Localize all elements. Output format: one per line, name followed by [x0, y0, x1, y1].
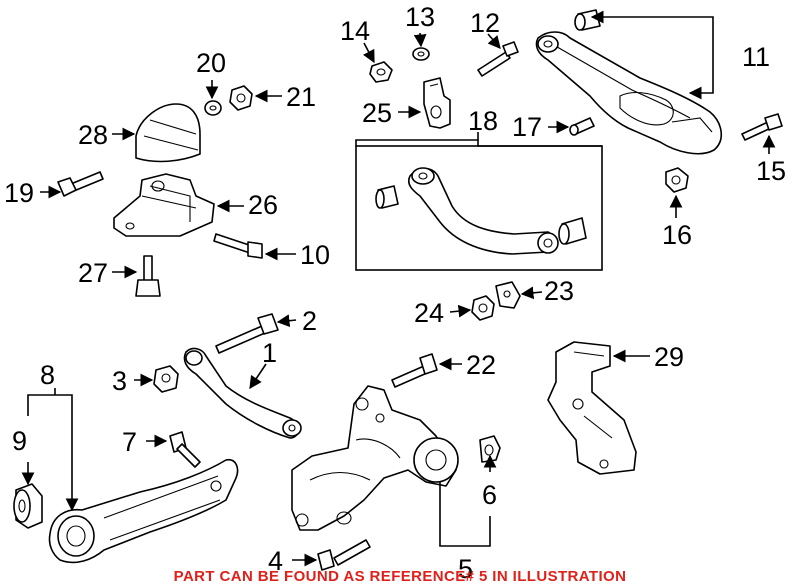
bolt-17	[569, 117, 595, 136]
washer-13-hole	[417, 51, 425, 57]
washer-20-hole	[209, 105, 217, 111]
part-18-box	[355, 145, 603, 271]
callout-2: 2	[302, 306, 317, 336]
nut-14	[369, 61, 393, 83]
callout-10: 10	[300, 240, 330, 270]
callout-7: 7	[122, 427, 137, 457]
callout-28: 28	[78, 120, 108, 150]
mount-26	[113, 173, 215, 237]
callout-25: 25	[362, 98, 392, 128]
callout-16: 16	[662, 220, 692, 250]
callout-8: 8	[40, 360, 55, 390]
washer-13	[412, 47, 430, 61]
nut-21	[229, 85, 253, 111]
callout-29: 29	[654, 342, 684, 372]
callout-3: 3	[112, 366, 127, 396]
callout-22: 22	[466, 350, 496, 380]
lateral-link-18	[407, 167, 559, 255]
nut-24	[471, 295, 495, 321]
bolt-2	[215, 313, 279, 354]
callout-9: 9	[12, 426, 27, 456]
link-1	[183, 347, 302, 439]
callout-19: 19	[4, 178, 34, 208]
bolt-4	[317, 539, 371, 571]
bolt-10	[213, 233, 263, 259]
bracket-29	[547, 341, 637, 475]
callout-11: 11	[742, 42, 770, 72]
callout-13: 13	[405, 2, 435, 32]
callout-14: 14	[340, 16, 370, 46]
bolt-15	[741, 113, 783, 141]
bushing-18-left	[375, 185, 399, 209]
bushing-11	[574, 9, 601, 31]
bracket-25	[423, 77, 451, 129]
callout-20: 20	[196, 48, 226, 78]
callout-15: 15	[756, 156, 786, 186]
callout-23: 23	[544, 276, 574, 306]
bushing-9	[13, 483, 43, 529]
nut-3	[153, 365, 179, 393]
trailing-arm-8	[48, 458, 239, 564]
washer-20	[204, 100, 222, 116]
bushing-18-right	[558, 217, 587, 245]
bolt-22	[391, 353, 438, 388]
callout-4: 4	[268, 546, 283, 576]
callout-18: 18	[468, 106, 498, 136]
callout-17: 17	[512, 112, 542, 142]
footer-note: PART CAN BE FOUND AS REFERENCE# 5 IN ILL…	[173, 568, 627, 585]
bolt-12	[477, 41, 519, 77]
plate-23	[495, 281, 521, 309]
bolt-27	[135, 255, 161, 297]
callout-5: 5	[458, 554, 473, 584]
callout-24: 24	[414, 298, 444, 328]
callout-27: 27	[78, 258, 108, 288]
cap-28	[135, 103, 201, 163]
nut-16	[665, 167, 689, 193]
callout-21: 21	[286, 82, 316, 112]
callout-26: 26	[248, 190, 278, 220]
callout-6: 6	[482, 480, 497, 510]
bolt-19	[57, 171, 104, 197]
bolt-7	[169, 431, 201, 468]
callout-numbers: 11 12 13 14 25 18 17 15 16 23 24 20 21 2…	[4, 2, 786, 584]
leader-lines	[21, 10, 776, 567]
knuckle-5	[291, 385, 459, 531]
callout-12: 12	[470, 8, 500, 38]
callout-1: 1	[262, 338, 277, 368]
